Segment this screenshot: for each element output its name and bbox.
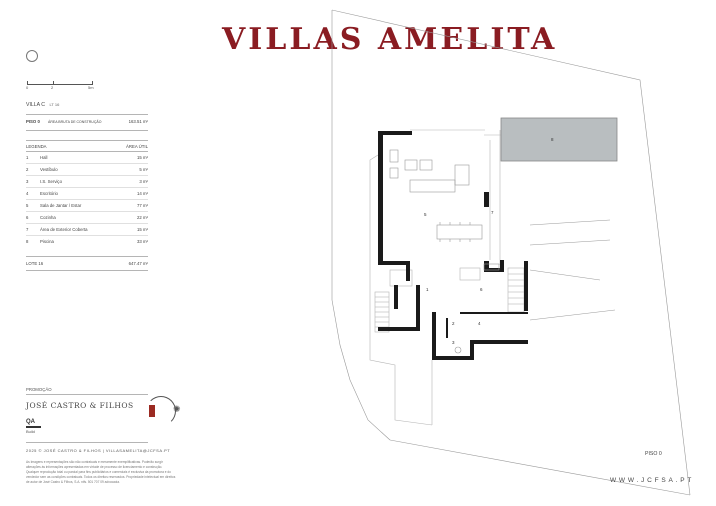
room-number: 4 (26, 191, 29, 196)
disclaimer-text: As Imagens e representações são não cont… (26, 460, 176, 484)
company-name: JOSÉ CASTRO & FILHOS (26, 401, 134, 410)
room-area: 77 m² (137, 203, 148, 208)
room-number: 6 (26, 215, 29, 220)
room-area: 5 m² (139, 167, 148, 172)
room-area: 33 m² (137, 239, 148, 244)
room-number: 3 (26, 179, 29, 184)
room-area: 3 m² (139, 179, 148, 184)
scale-bar (27, 81, 93, 85)
room-area: 15 m² (137, 227, 148, 232)
room-name: Cozinha (40, 215, 56, 220)
room-label-3: 3 (452, 340, 455, 345)
room-label-7: 7 (491, 210, 494, 215)
room-name: Hall (40, 155, 48, 160)
room-number: 5 (26, 203, 29, 208)
furniture (389, 149, 500, 354)
room-name: Escritório (40, 191, 58, 196)
lot-boundary (331, 9, 691, 496)
room-name: Sala de Jantar / Estar (40, 203, 82, 208)
north-arrow-icon (26, 50, 38, 62)
brand-arc-icon (146, 396, 176, 426)
villa-name: VILLA C (26, 102, 46, 108)
room-area: 15 m² (137, 155, 148, 160)
room-area: 14 m² (137, 191, 148, 196)
room-name: Área de Exterior Coberta (40, 227, 88, 232)
qa-logo: QA (26, 419, 35, 425)
villa-heading: VILLA C LT 16 (26, 102, 59, 108)
room-area: 22 m² (137, 215, 148, 220)
floor-label: PISO 0 (645, 451, 662, 457)
villa-lot-tag: LT 16 (49, 102, 60, 107)
room-label-2: 2 (452, 321, 455, 326)
brand-mark-icon (149, 405, 155, 417)
room-number: 2 (26, 167, 29, 172)
website-url[interactable]: WWW.JCFSA.PT (610, 477, 695, 484)
pool (500, 117, 618, 162)
copyright-text: 2025 © JOSÉ CASTRO & FILHOS | VILLASAMEL… (26, 448, 171, 453)
page-title: VILLAS AMELITA (222, 22, 558, 57)
room-label-1: 1 (426, 287, 429, 292)
room-name: I.S. Serviço (40, 179, 62, 184)
room-number: 1 (26, 155, 29, 160)
sun-icon: ✺ (173, 404, 181, 414)
room-number: 7 (26, 227, 29, 232)
room-name: Piscina (40, 239, 54, 244)
scale-tick-2: 2 (51, 85, 54, 90)
room-number: 8 (26, 239, 29, 244)
room-name: Vestíbulo (40, 167, 58, 172)
scale-tick-0: 0 (26, 85, 29, 90)
scale-tick-5: 5m (88, 85, 94, 90)
room-label-4: 4 (478, 321, 481, 326)
promotion-label: PROMOÇÃO (26, 387, 52, 392)
walls (378, 131, 528, 360)
qa-logo-bar (26, 426, 41, 428)
qa-logo-sub: Build (26, 429, 35, 434)
room-label-8: 8 (551, 137, 554, 142)
room-label-6: 6 (480, 287, 483, 292)
room-label-5: 5 (424, 212, 427, 217)
